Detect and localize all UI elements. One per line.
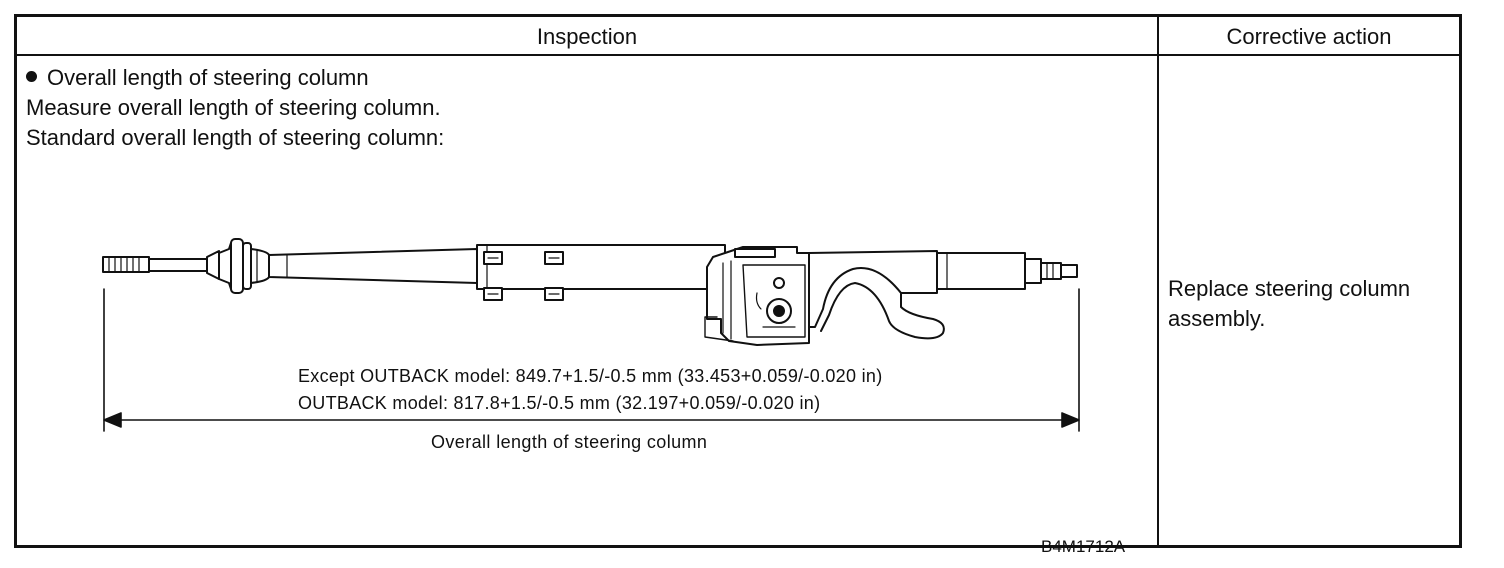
steering-shaft-end — [102, 250, 220, 280]
inspection-text: Overall length of steering column Measur… — [26, 63, 444, 153]
column-divider — [1157, 17, 1159, 545]
column-tube — [268, 244, 726, 290]
inspection-table: Inspection Corrective action Overall len… — [14, 14, 1462, 556]
spec-outback: OUTBACK model: 817.8+1.5/-0.5 mm (32.197… — [298, 393, 821, 413]
inspection-bullet-item: Overall length of steering column — [26, 63, 444, 93]
dimension-lines — [103, 288, 1080, 432]
inspection-bullet-title: Overall length of steering column — [47, 65, 369, 90]
inspection-line-1: Measure overall length of steering colum… — [26, 95, 441, 120]
inspection-line-2: Standard overall length of steering colu… — [26, 125, 445, 150]
spec-except-outback: Except OUTBACK model: 849.7+1.5/-0.5 mm … — [298, 366, 883, 386]
steering-column-figure: Except OUTBACK model: 849.7+1.5/-0.5 mm … — [17, 57, 1157, 556]
steering-column-drawing — [102, 238, 1080, 432]
header-corrective-action: Corrective action — [1226, 24, 1392, 49]
header-inspection: Inspection — [536, 24, 638, 49]
header-divider — [17, 54, 1459, 56]
corrective-action-text: Replace steering column assembly. — [1168, 276, 1411, 331]
tilt-bracket — [704, 246, 810, 346]
bullet-icon — [26, 71, 37, 82]
mounting-clips — [483, 251, 564, 301]
figure-code: B4M1712A — [1041, 537, 1126, 556]
upper-column — [808, 250, 1078, 340]
dimension-caption: Overall length of steering column — [431, 432, 708, 452]
column-boot — [218, 238, 270, 294]
